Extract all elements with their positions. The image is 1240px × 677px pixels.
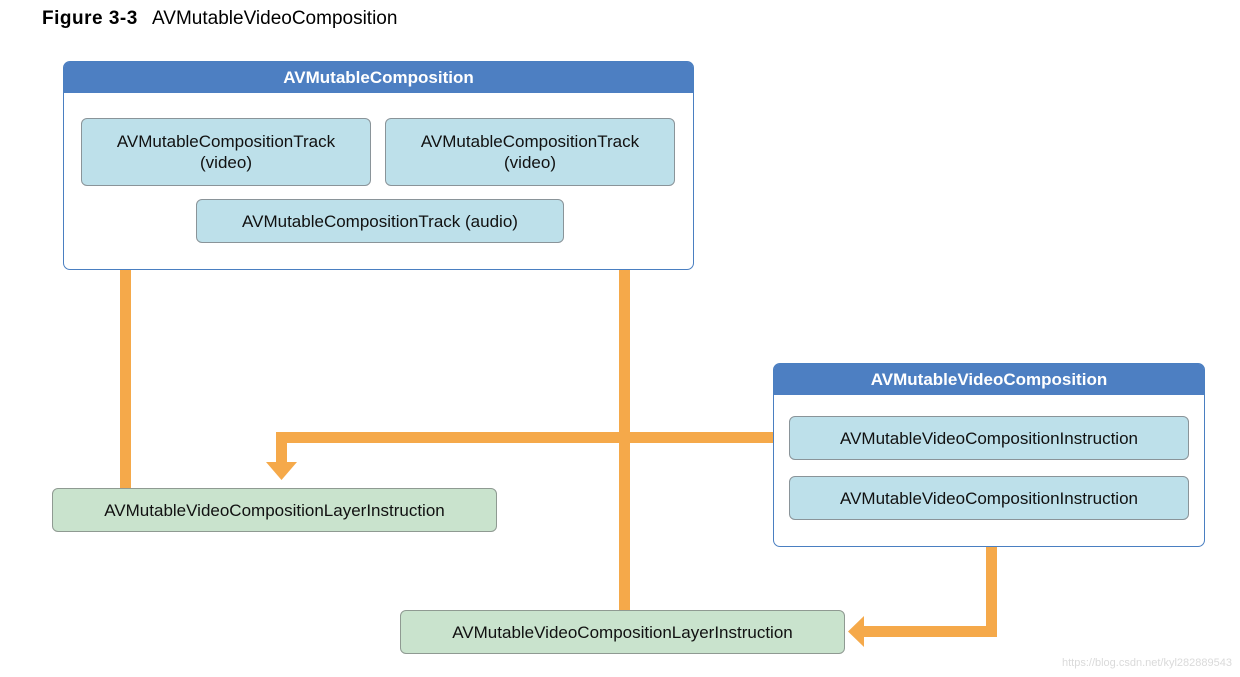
- figure-number: Figure 3-3: [42, 8, 138, 29]
- layer-instruction-box-2: AVMutableVideoCompositionLayerInstructio…: [400, 610, 845, 654]
- video-track-box-1: AVMutableCompositionTrack (video): [81, 118, 371, 186]
- video-track-box-2: AVMutableCompositionTrack (video): [385, 118, 675, 186]
- instruction-box-2: AVMutableVideoCompositionInstruction: [789, 476, 1189, 520]
- composition-header: AVMutableComposition: [64, 62, 693, 93]
- instruction-box-1: AVMutableVideoCompositionInstruction: [789, 416, 1189, 460]
- watermark: https://blog.csdn.net/kyl282889543: [1061, 657, 1232, 669]
- layer-instruction-2-label: AVMutableVideoCompositionLayerInstructio…: [452, 622, 793, 642]
- arrow-instruction2-to-layer2: [848, 521, 997, 647]
- audio-track-label: AVMutableCompositionTrack (audio): [242, 211, 518, 231]
- layer-instruction-1-label: AVMutableVideoCompositionLayerInstructio…: [104, 500, 445, 520]
- video-composition-header: AVMutableVideoComposition: [774, 364, 1204, 395]
- audio-track-box: AVMutableCompositionTrack (audio): [196, 199, 564, 243]
- layer-instruction-box-1: AVMutableVideoCompositionLayerInstructio…: [52, 488, 497, 532]
- instruction-2-label: AVMutableVideoCompositionInstruction: [840, 488, 1138, 508]
- video-track-2-name: AVMutableCompositionTrack: [420, 132, 640, 151]
- video-track-1-type: (video): [200, 153, 252, 172]
- figure-caption: Figure 3-3 AVMutableVideoComposition: [42, 8, 397, 30]
- video-track-1-name: AVMutableCompositionTrack: [116, 132, 336, 151]
- video-track-2-type: (video): [504, 153, 556, 172]
- arrow-instruction1-to-layer1: [266, 432, 790, 480]
- figure-title: AVMutableVideoComposition: [152, 8, 398, 29]
- instruction-1-label: AVMutableVideoCompositionInstruction: [840, 428, 1138, 448]
